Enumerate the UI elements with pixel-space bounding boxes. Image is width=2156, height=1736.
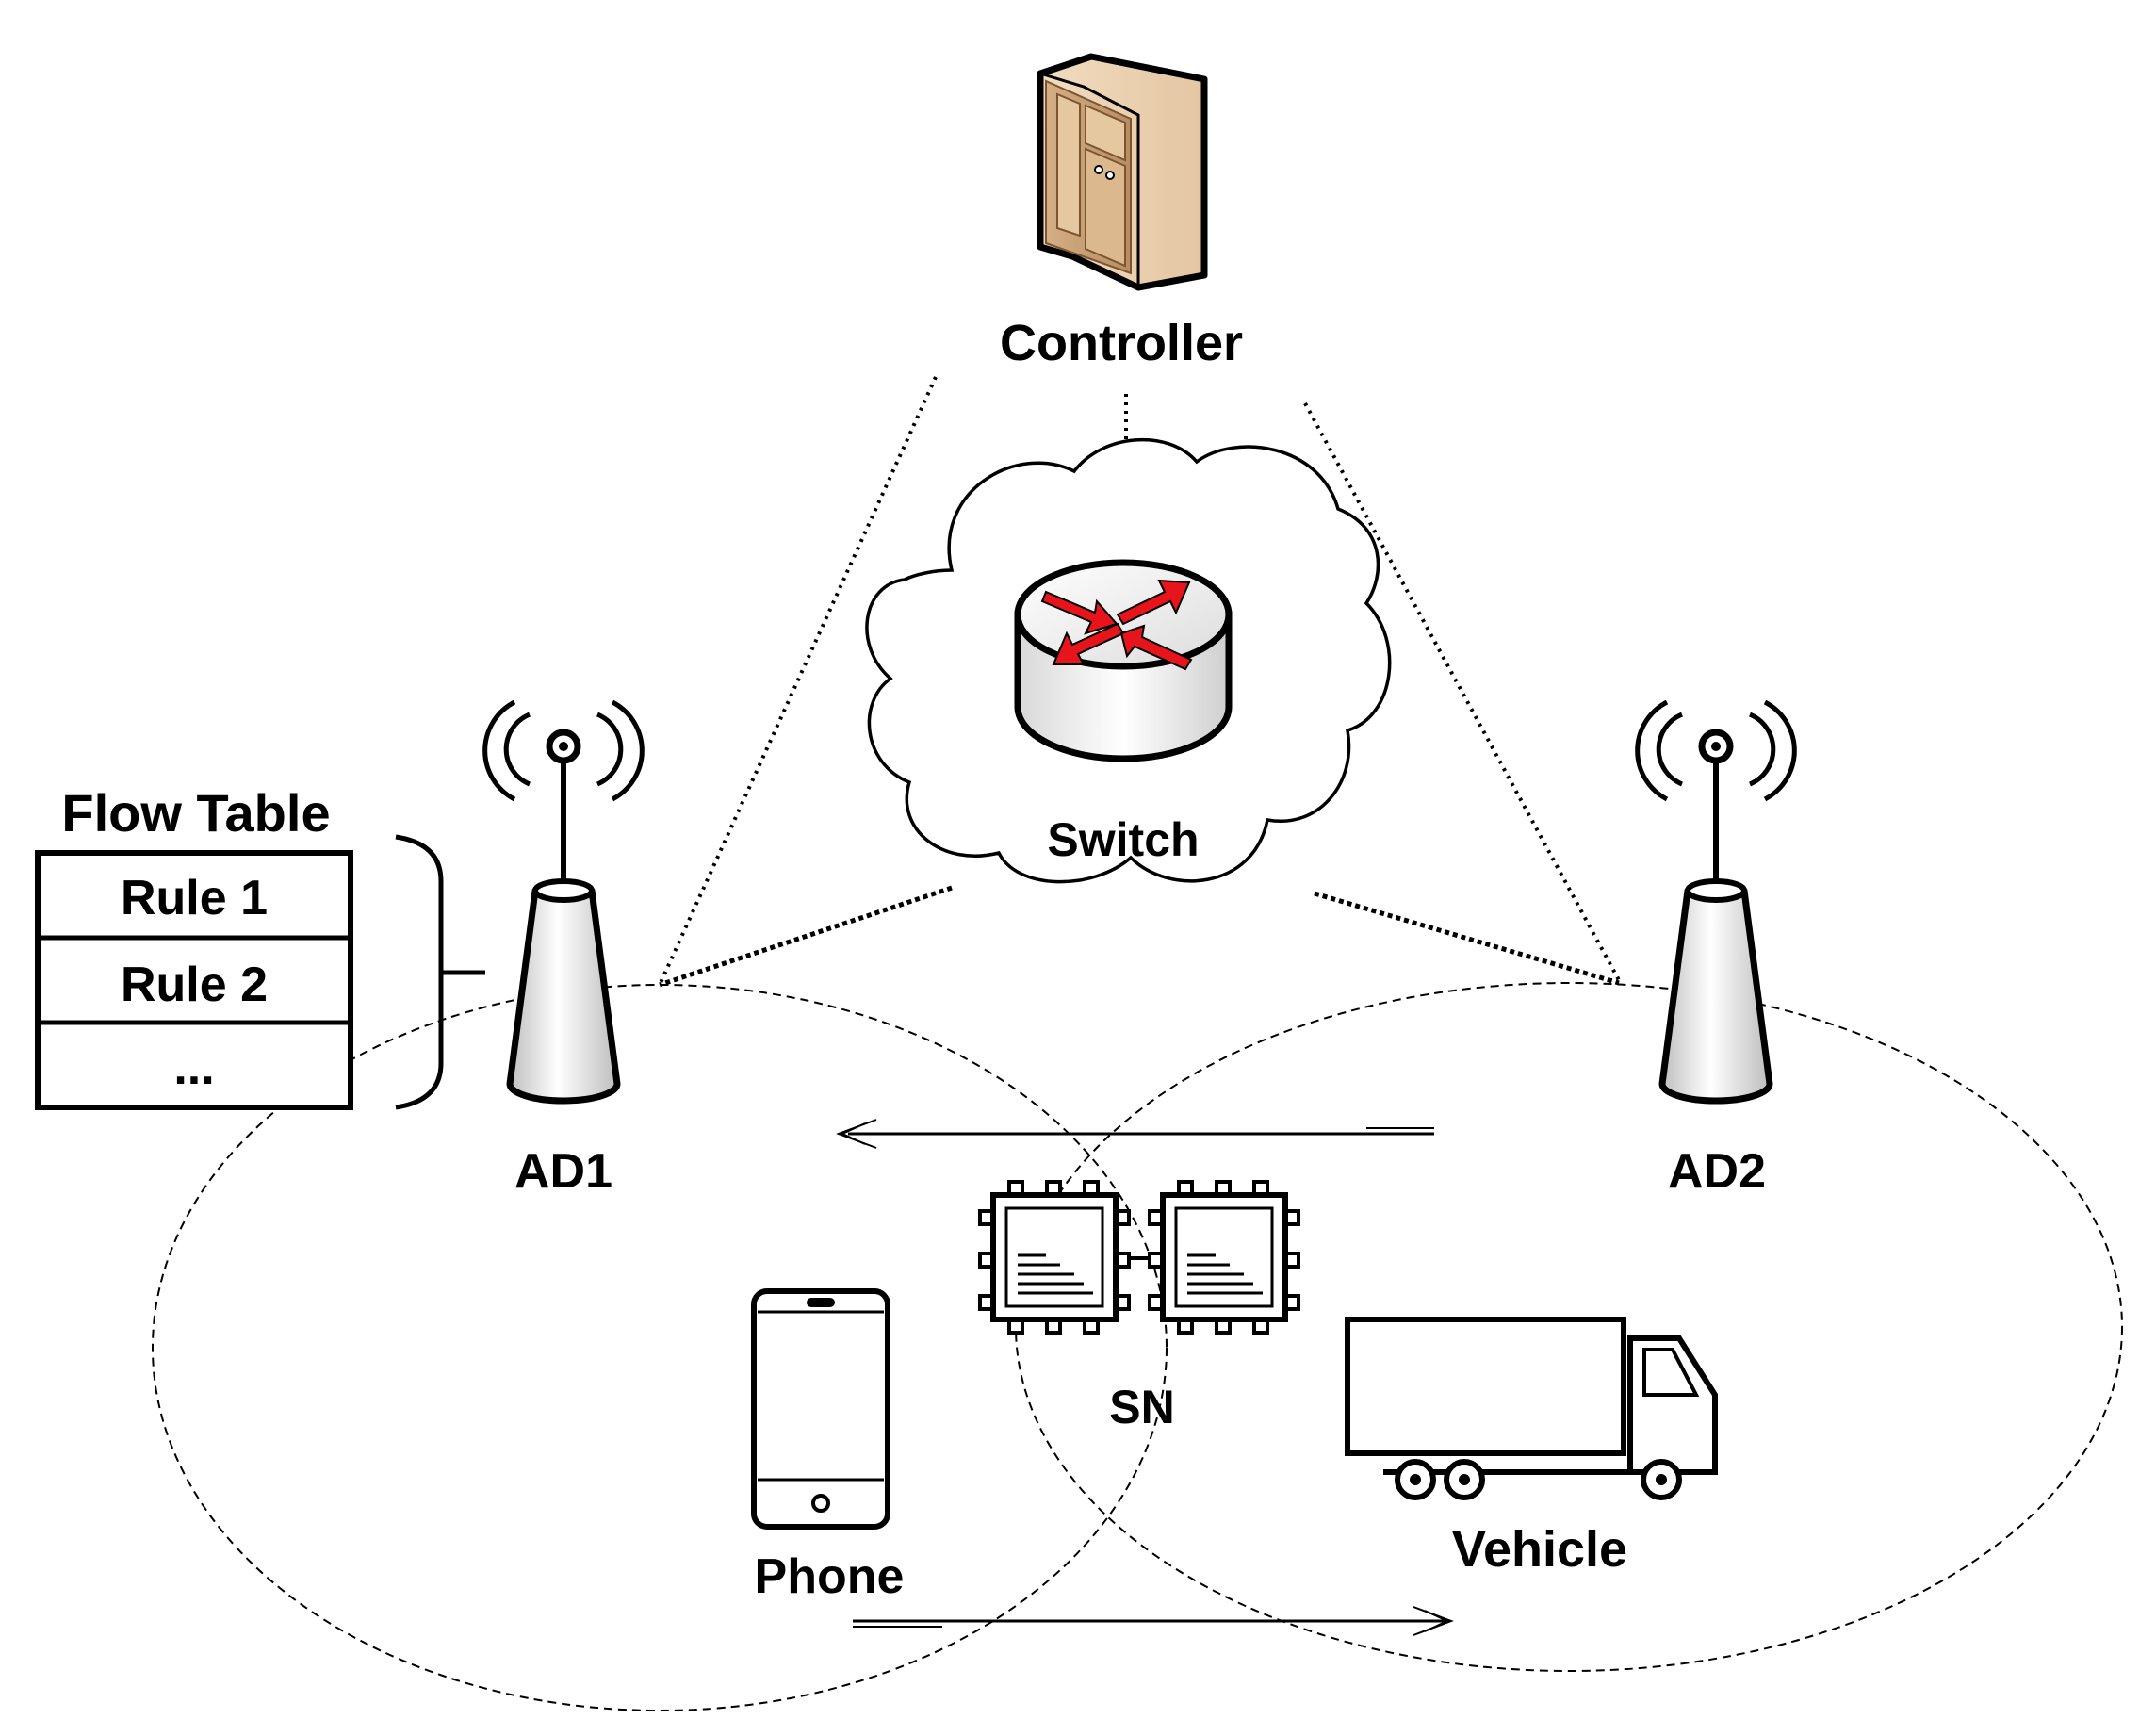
- flow-table-bracket: [395, 834, 485, 1110]
- flow-table: [35, 850, 353, 1110]
- arrow-to-ad2: [853, 1606, 1454, 1636]
- phone-icon: [751, 1288, 890, 1530]
- switch-label: Switch: [1047, 813, 1199, 866]
- controller-label: Controller: [1000, 315, 1243, 371]
- switch-arrows: [1040, 579, 1193, 671]
- phone-label: Phone: [755, 1549, 905, 1604]
- antenna-icon-ad1: [482, 699, 645, 1105]
- flow-table-title: Flow Table: [61, 783, 330, 843]
- router-icon: [1014, 559, 1233, 762]
- switch-links: [659, 885, 1620, 988]
- vehicle-label: Vehicle: [1452, 1521, 1627, 1578]
- ad1-coverage-area: [152, 984, 1168, 1711]
- controller-links: [658, 376, 1621, 986]
- flow-table-row-3: ...: [173, 1040, 214, 1095]
- flow-table-row-1: Rule 1: [121, 871, 268, 925]
- antenna-icon-ad2: [1635, 699, 1797, 1105]
- ad2-label: AD2: [1668, 1144, 1766, 1199]
- chip-icon-left: [978, 1180, 1131, 1335]
- truck-icon: [1345, 1317, 1718, 1500]
- flow-table-row-2: Rule 2: [121, 958, 268, 1012]
- arrow-to-ad1: [836, 1119, 1434, 1149]
- sn-label: SN: [1109, 1381, 1174, 1433]
- chip-icon-right: [1148, 1180, 1300, 1335]
- server-icon: [1037, 53, 1208, 291]
- ad1-label: AD1: [514, 1144, 612, 1199]
